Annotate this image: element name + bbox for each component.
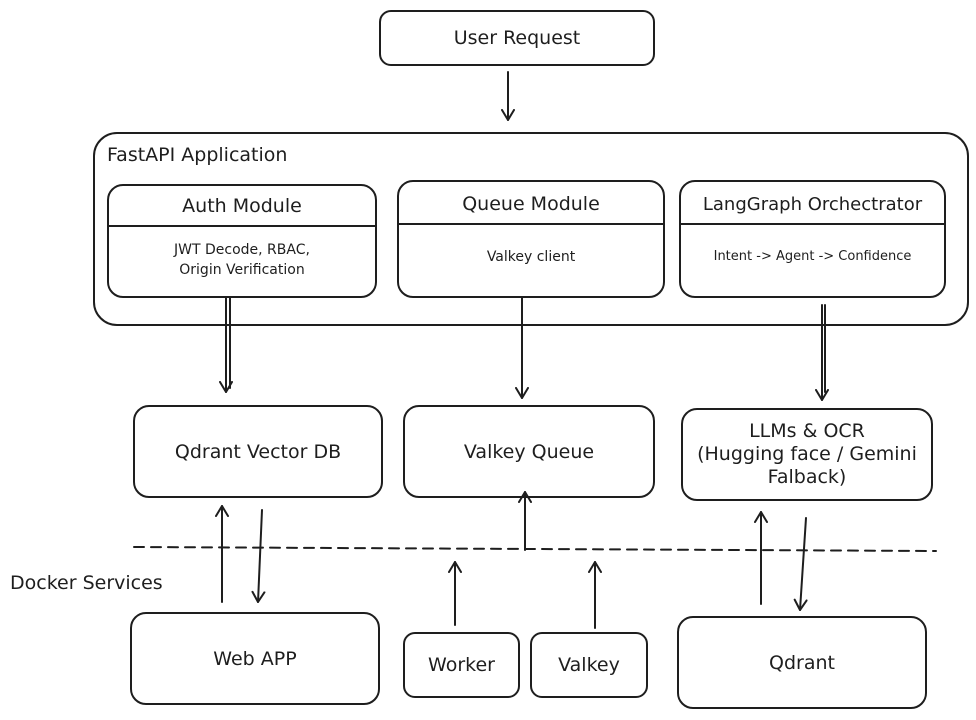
queue-module-divider (399, 223, 663, 225)
qdrant-vector-db-node: Qdrant Vector DB (133, 405, 383, 498)
llms-ocr-label: LLMs & OCR (Hugging face / Gemini Falbac… (697, 420, 917, 488)
langgraph-orchestrator-title: LangGraph Orchectrator (702, 193, 923, 215)
user-request-node: User Request (379, 10, 655, 66)
qdrant-node: Qdrant (677, 616, 927, 709)
valkey-queue-node: Valkey Queue (403, 405, 655, 498)
valkey-label: Valkey (558, 654, 620, 676)
auth-module-body: JWT Decode, RBAC, Origin Verification (174, 242, 310, 278)
auth-module-divider (109, 225, 375, 227)
user-request-label: User Request (453, 27, 581, 49)
auth-module-node: Auth Module JWT Decode, RBAC, Origin Ver… (107, 184, 377, 298)
langgraph-orchestrator-body: Intent -> Agent -> Confidence (713, 249, 912, 264)
llms-ocr-node: LLMs & OCR (Hugging face / Gemini Falbac… (681, 408, 933, 501)
web-app-label: Web APP (213, 647, 297, 670)
worker-label: Worker (428, 654, 495, 676)
queue-module-node: Queue Module Valkey client (397, 180, 665, 298)
valkey-node: Valkey (530, 632, 648, 698)
arrow-qdrant-db-to-webapp (251, 509, 266, 603)
web-app-node: Web APP (130, 612, 380, 705)
docker-services-label: Docker Services (10, 572, 163, 594)
langgraph-orchestrator-node: LangGraph Orchectrator Intent -> Agent -… (679, 180, 946, 298)
qdrant-label: Qdrant (769, 651, 835, 674)
queue-module-title: Queue Module (462, 193, 600, 215)
queue-module-body: Valkey client (486, 249, 576, 265)
fastapi-application-label: FastAPI Application (107, 144, 288, 166)
docker-boundary-dashed-line (133, 546, 937, 552)
auth-module-title: Auth Module (182, 195, 302, 217)
valkey-queue-label: Valkey Queue (463, 440, 595, 463)
langgraph-orchestrator-divider (681, 223, 944, 225)
fastapi-application-container: FastAPI Application (93, 132, 969, 326)
qdrant-vector-db-label: Qdrant Vector DB (174, 440, 342, 463)
worker-node: Worker (403, 632, 520, 698)
arrow-llms-to-qdrant (793, 517, 808, 611)
